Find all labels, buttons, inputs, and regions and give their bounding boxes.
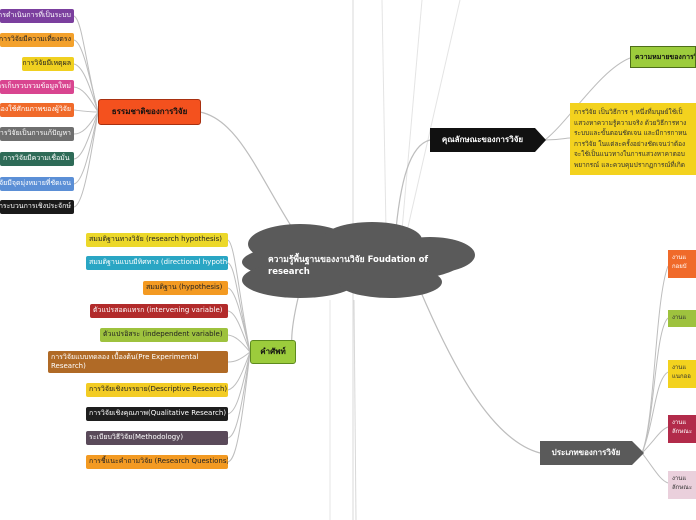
- characteristics-line: จะใช้เป็นแนวทางในการแสวงหาคาตอบ: [574, 150, 685, 158]
- term-item[interactable]: การวิจัยเชิงบรรยาย(Descriptive Research): [86, 383, 228, 397]
- nature-item[interactable]: การวิจัยมีความเชื่อมั่น: [0, 152, 74, 166]
- central-cloud: [242, 222, 475, 298]
- characteristics-line: พยากรณ์ และควบคุมปรากฏการณ์ที่เกิด: [574, 160, 686, 169]
- type-item[interactable]: งานแแนกออ: [668, 360, 696, 388]
- type-item-line: ลักษณะ: [672, 428, 693, 435]
- term-item[interactable]: การชี้แนะคำถามวิจัย (Research Questions): [86, 455, 228, 469]
- meaning-label: ความหมายของการวิ: [635, 53, 696, 61]
- term-item[interactable]: ตัวแปรอิสระ (independent variable): [100, 328, 228, 342]
- type-item-line: งานแ: [672, 314, 687, 321]
- nature-item[interactable]: ระบวนการดำเนินการที่เป็นระบบ: [0, 9, 74, 23]
- nature-item[interactable]: ต้องใช้ศักยภาพของผู้วิจัย: [0, 103, 74, 117]
- term-item[interactable]: สมมติฐานทางวิจัย (research hypothesis): [86, 233, 228, 247]
- characteristics-line: การวิจัย เป็นวิธีการ ๆ หนึ่งที่มนุษย์ใช้…: [574, 108, 683, 116]
- type-item-line: กอยบั: [672, 263, 687, 270]
- type-item-line: งานแ: [672, 254, 687, 261]
- characteristics-line: แสวงหาความรู้ความจริง ด้วยวิธีการทาง: [574, 118, 687, 127]
- types-branch-shape: [540, 441, 644, 465]
- term-item[interactable]: สมมติฐาน (hypothesis): [143, 281, 228, 295]
- nature-item[interactable]: การวิจัยเป็นการแก้ปัญหา: [0, 127, 74, 141]
- nature-item[interactable]: กระบวนการเชิงประจักษ์: [0, 200, 74, 214]
- type-item-line: ลักษณะ: [672, 484, 693, 491]
- term-item[interactable]: การวิจัยเชิงคุณภาพ(Qualitative Research): [86, 407, 228, 421]
- characteristics-branch-shape: [430, 128, 546, 152]
- central-topic-label[interactable]: ความรู้พื้นฐานของงานวิจัย Foudation of r…: [268, 255, 429, 277]
- branch-terms[interactable]: คำศัพท์: [250, 340, 296, 364]
- type-item-line: งานแ: [672, 419, 687, 426]
- type-item[interactable]: งานแลักษณะ: [668, 415, 696, 443]
- term-item[interactable]: สมมติฐานแบบมีทิศทาง (directional hypothe…: [86, 256, 228, 270]
- nature-item[interactable]: จัยมีจุดมุ่งหมายที่ชัดเจน: [0, 177, 74, 191]
- branch-types-label: ประเภทของการวิจัย: [551, 448, 621, 457]
- term-item[interactable]: การวิจัยแบบทดลอง เบื้องต้น(Pre Experimen…: [48, 351, 228, 373]
- branch-types[interactable]: ประเภทของการวิจัย: [540, 441, 632, 465]
- characteristics-line: การวิจัย ในแต่ละครั้งอย่างชัดเจนว่าต้อง: [574, 139, 686, 148]
- branch-nature-of-research[interactable]: ธรรมชาติของการวิจัย: [98, 99, 201, 125]
- branch-terms-label: คำศัพท์: [260, 347, 286, 356]
- nature-item[interactable]: รมีการเก็บรวบรวมข้อมูลใหม่: [0, 80, 74, 94]
- type-item-line: แนกออ: [672, 373, 691, 380]
- term-item[interactable]: ระเบียบวิธีวิจัย(Methodology): [86, 431, 228, 445]
- meaning-of-research-node[interactable]: ความหมายของการวิ: [630, 46, 696, 68]
- nature-item[interactable]: การวิจัยมีความเที่ยงตรง: [0, 33, 74, 47]
- type-item-line: งานแ: [672, 475, 687, 482]
- branch-characteristics-label: คุณลักษณะของการวิจัย: [441, 135, 524, 144]
- type-item-line: งานแ: [672, 364, 687, 371]
- characteristics-line: ระบบและขั้นตอนชัดเจน และมีการกาหน: [574, 129, 687, 137]
- type-item[interactable]: งานแลักษณะ: [668, 471, 696, 499]
- branch-characteristics[interactable]: คุณลักษณะของการวิจัย: [430, 128, 535, 152]
- branch-nature-label: ธรรมชาติของการวิจัย: [111, 107, 188, 116]
- characteristics-description[interactable]: การวิจัย เป็นวิธีการ ๆ หนึ่งที่มนุษย์ใช้…: [570, 103, 696, 175]
- nature-item[interactable]: การวิจัยมีเหตุผล: [22, 57, 74, 71]
- type-item[interactable]: งานแกอยบั: [668, 250, 696, 278]
- term-item[interactable]: ตัวแปรสอดแทรก (intervening variable): [90, 304, 228, 318]
- type-item[interactable]: งานแ: [668, 310, 696, 327]
